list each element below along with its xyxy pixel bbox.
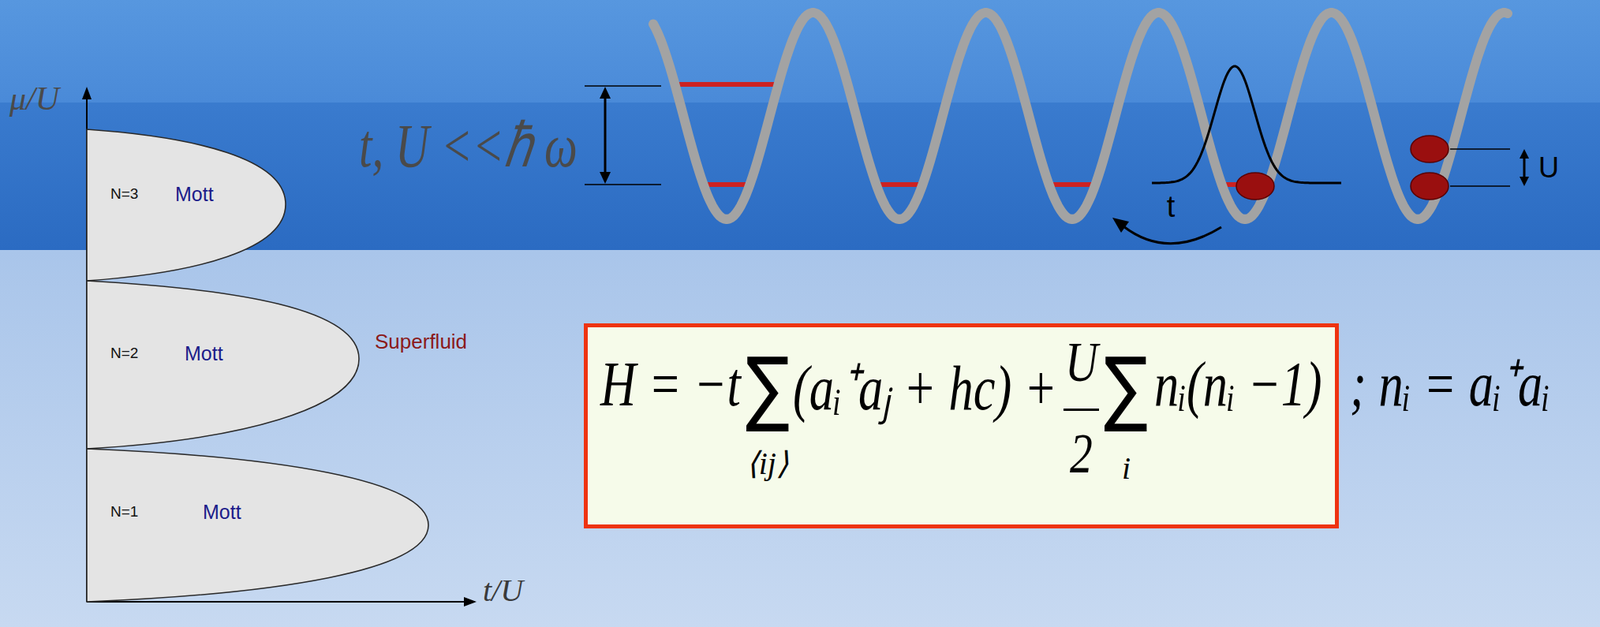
hopping-label: t <box>1166 190 1176 225</box>
lobe-path <box>86 129 286 281</box>
axis-arrowhead <box>463 597 477 607</box>
axis-label: μ/U <box>9 79 60 118</box>
condition-text: t, U <<ℏ ω <box>358 100 578 185</box>
phase-label: Mott <box>175 183 214 206</box>
formula-part: i <box>1121 449 1131 487</box>
atom <box>1236 172 1275 200</box>
gap-arrowhead <box>599 171 611 184</box>
formula-part: ∑ <box>745 339 790 436</box>
phase-label: Mott <box>184 342 224 366</box>
x-axis <box>86 601 466 603</box>
interaction-arrow <box>1523 156 1526 180</box>
formula-part: ∑ <box>1103 339 1148 436</box>
interaction-arrowhead <box>1519 149 1529 159</box>
lobe-path <box>86 280 359 449</box>
fraction-bar <box>1063 408 1100 412</box>
lobe-path <box>86 448 429 602</box>
definition-text: ; nᵢ = aᵢ⁺aᵢ <box>1349 337 1551 424</box>
axis-label: t/U <box>482 571 524 610</box>
level-tick <box>1450 185 1511 187</box>
hopping-arrow <box>1123 226 1222 244</box>
level-tick <box>584 85 662 87</box>
lobe-index: N=2 <box>110 344 139 363</box>
phase-label: Mott <box>202 500 242 524</box>
gap-arrow <box>604 96 607 175</box>
interaction-label: U <box>1538 151 1559 185</box>
formula-part: U <box>1065 329 1099 396</box>
hopping-arrowhead <box>1112 217 1129 233</box>
formula-part: (aᵢ⁺aⱼ + hc) + <box>792 341 1058 428</box>
lobe-outline <box>86 448 429 602</box>
atom <box>1410 135 1449 163</box>
interaction-arrowhead <box>1519 176 1529 187</box>
band-level <box>675 82 778 87</box>
formula-part: nᵢ(nᵢ −1) <box>1154 348 1323 421</box>
lobe-index: N=1 <box>110 503 139 521</box>
phase-label: Superfluid <box>374 329 468 355</box>
atom <box>1410 172 1449 200</box>
formula-part: 2 <box>1069 421 1093 487</box>
formula-part: H = −t <box>600 348 741 421</box>
lobe-index: N=3 <box>110 185 139 203</box>
mott-lobe: N=1 Mott <box>86 448 429 602</box>
gap-arrowhead <box>599 86 611 99</box>
mott-lobe: N=2 Mott <box>86 280 359 449</box>
wavefunction <box>1151 66 1342 184</box>
level-tick <box>1450 148 1511 150</box>
axis-arrowhead <box>82 86 92 100</box>
lobe-outline <box>86 129 286 281</box>
mott-lobe: N=3 Mott <box>86 129 286 281</box>
lobe-outline <box>86 280 359 449</box>
level-tick <box>584 183 662 186</box>
hamiltonian-box: H = −t∑⟨ij⟩(aᵢ⁺aⱼ + hc) +U2∑inᵢ(nᵢ −1) <box>583 323 1339 529</box>
lower-ground <box>0 250 1600 627</box>
formula-part: ⟨ij⟩ <box>746 444 789 483</box>
lattice-potential <box>653 12 1508 220</box>
